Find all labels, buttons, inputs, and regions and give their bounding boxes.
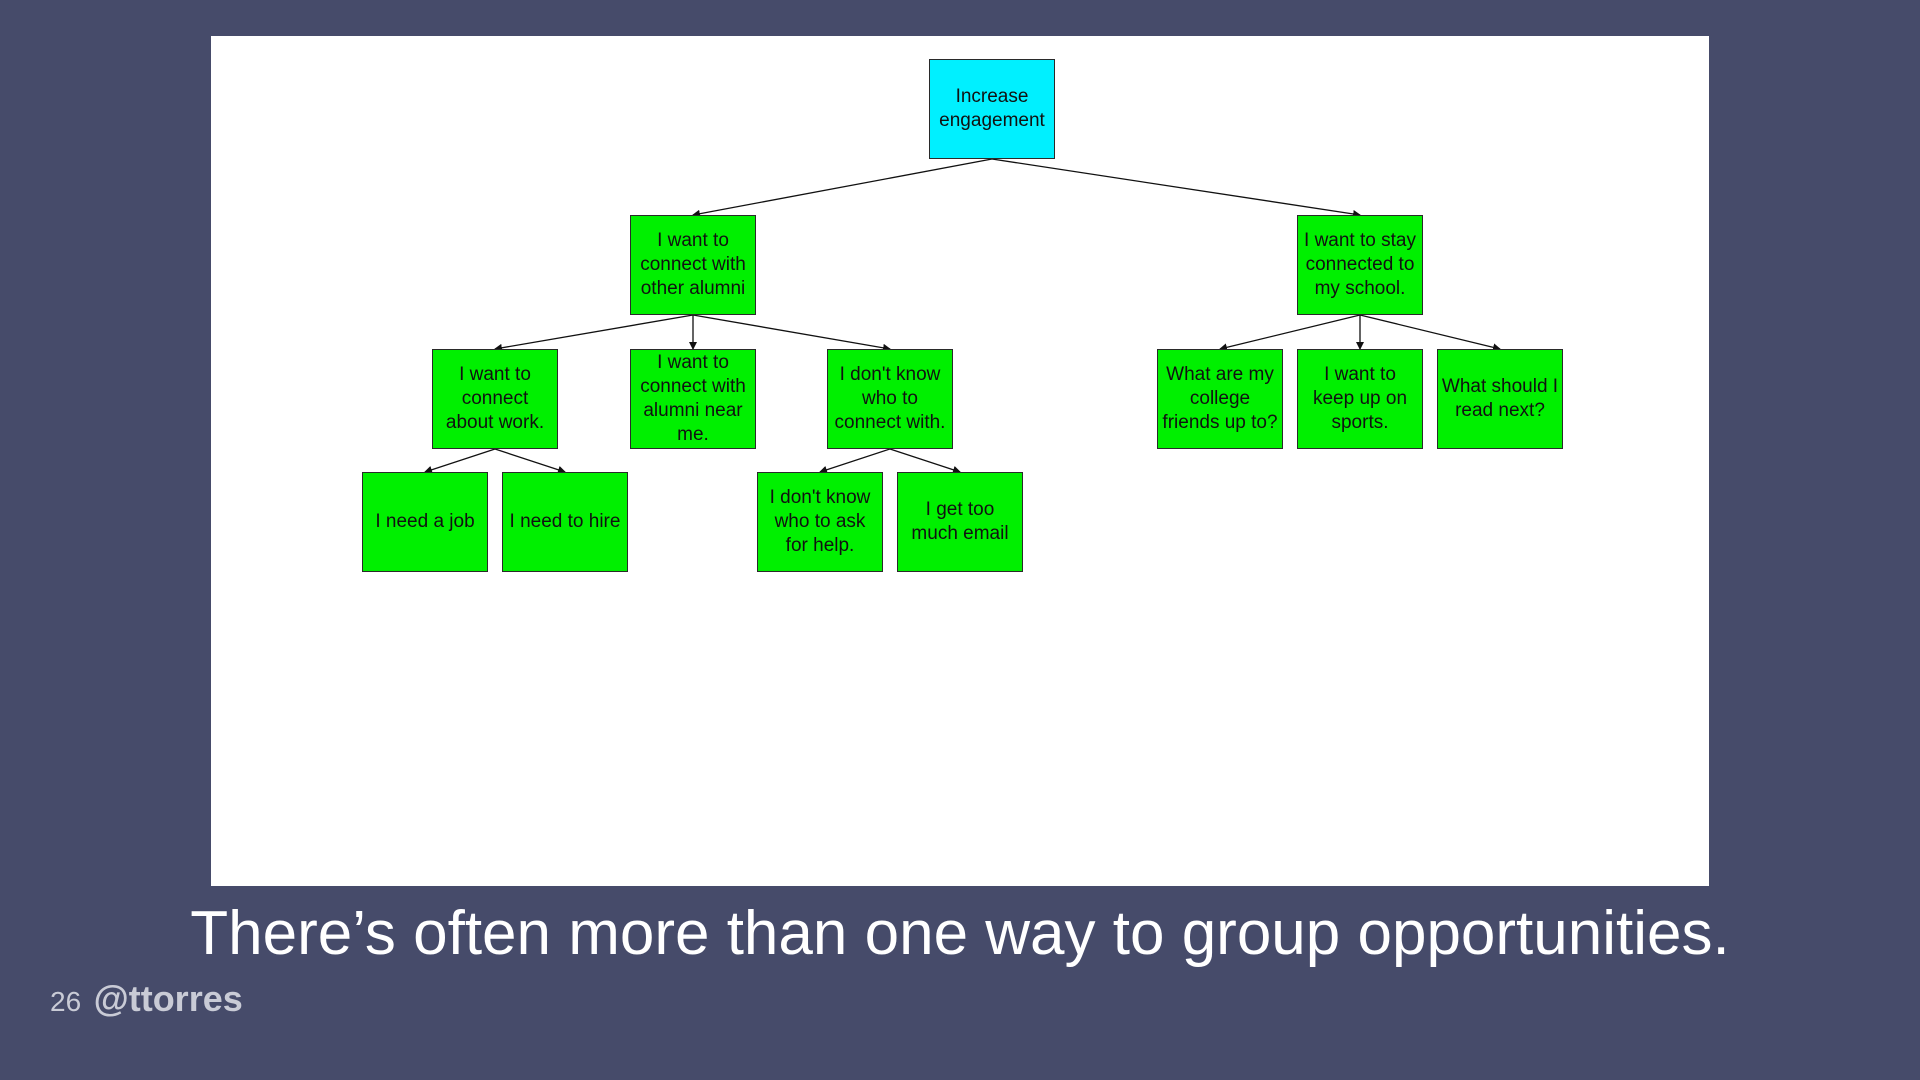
edge-root-to-branch-0 bbox=[692, 158, 993, 218]
page-number: 26 bbox=[50, 986, 82, 1017]
node-need-a-job: I need a job bbox=[362, 472, 488, 572]
edge-root-to-branch-1 bbox=[991, 158, 1361, 218]
edge-connect-to-ask-help bbox=[819, 448, 891, 474]
edge-work-to-need-hire bbox=[494, 448, 566, 474]
tree-edges bbox=[424, 158, 1501, 474]
node-connect-about-work: I want to connect about work. bbox=[432, 349, 558, 449]
node-connect-with-other-alumni: I want to connect with other alumni bbox=[630, 215, 756, 315]
node-too-much-email: I get too much email bbox=[897, 472, 1023, 572]
edge-branch-1-to-child-0 bbox=[1219, 314, 1361, 352]
node-connect-with-alumni-near-me: I want to connect with alumni near me. bbox=[630, 349, 756, 449]
node-stay-connected-to-school: I want to stay connected to my school. bbox=[1297, 215, 1423, 315]
node-dont-know-who-to-ask: I don't know who to ask for help. bbox=[757, 472, 883, 572]
node-need-to-hire: I need to hire bbox=[502, 472, 628, 572]
edge-branch-0-to-child-0 bbox=[494, 314, 694, 352]
edge-branch-1-to-child-2 bbox=[1359, 314, 1501, 352]
slide-caption: There’s often more than one way to group… bbox=[190, 899, 1730, 968]
edge-connect-to-email bbox=[889, 448, 961, 474]
diagram-canvas: Increase engagement I want to connect wi… bbox=[211, 36, 1709, 886]
author-handle: @ttorres bbox=[93, 978, 243, 1019]
slide-footer: 26 @ttorres bbox=[50, 978, 243, 1020]
node-what-to-read-next: What should I read next? bbox=[1437, 349, 1563, 449]
node-root-increase-engagement: Increase engagement bbox=[929, 59, 1055, 159]
edge-branch-0-to-child-2 bbox=[692, 314, 891, 352]
node-keep-up-on-sports: I want to keep up on sports. bbox=[1297, 349, 1423, 449]
edge-work-to-need-job bbox=[424, 448, 496, 474]
node-college-friends: What are my college friends up to? bbox=[1157, 349, 1283, 449]
node-dont-know-who-to-connect-with: I don't know who to connect with. bbox=[827, 349, 953, 449]
